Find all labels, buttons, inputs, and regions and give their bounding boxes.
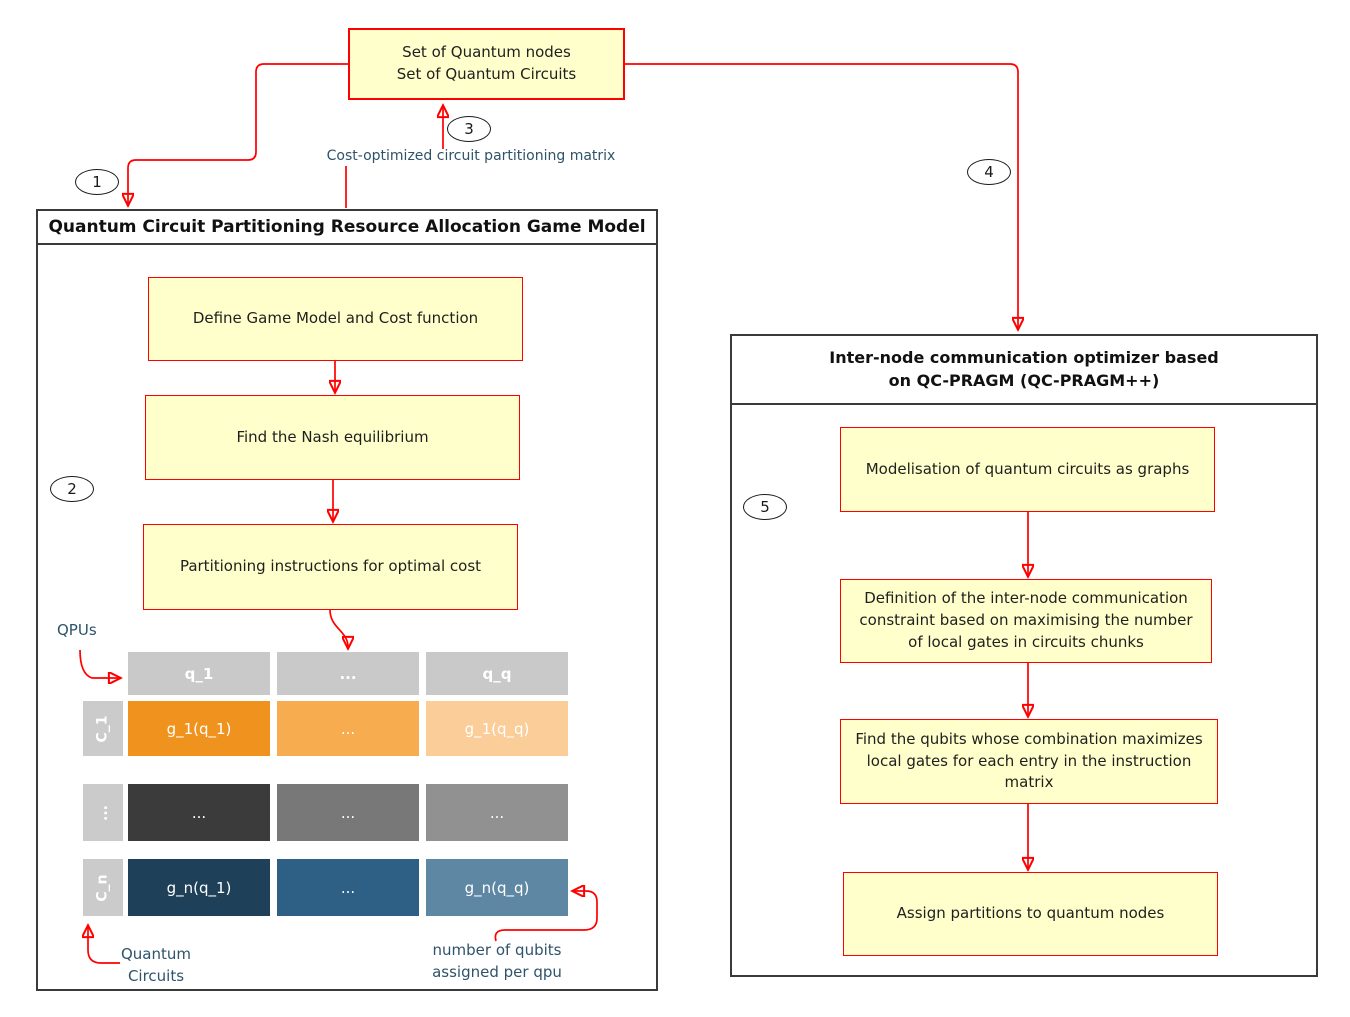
quantum-input-box: Set of Quantum nodes Set of Quantum Circ… bbox=[348, 28, 625, 100]
step-badge-3: 3 bbox=[447, 116, 491, 142]
game-model-panel-title: Quantum Circuit Partitioning Resource Al… bbox=[38, 211, 656, 245]
matrix-cell: ... bbox=[128, 784, 270, 841]
quantum-circuits-label: Quantum Circuits bbox=[113, 944, 199, 988]
matrix-row-label-text: ... bbox=[95, 804, 111, 821]
constraint-definition-box: Definition of the inter-node communicati… bbox=[840, 579, 1212, 663]
matrix-row-label: ... bbox=[83, 784, 123, 841]
partitioning-instructions-box: Partitioning instructions for optimal co… bbox=[143, 524, 518, 610]
quantum-input-line2: Set of Quantum Circuits bbox=[396, 65, 577, 83]
matrix-cell: ... bbox=[277, 859, 419, 916]
matrix-header-cell: q_q bbox=[426, 652, 568, 695]
find-qubits-box: Find the qubits whose combination maximi… bbox=[840, 719, 1218, 804]
step-badge-5: 5 bbox=[743, 494, 787, 520]
optimizer-title-line2: on QC-PRAGM (QC-PRAGM++) bbox=[888, 370, 1160, 390]
quantum-circuits-line2: Circuits bbox=[127, 966, 185, 985]
qubits-per-qpu-line1: number of qubits bbox=[432, 941, 562, 959]
matrix-cell: ... bbox=[277, 701, 419, 756]
optimizer-panel-title: Inter-node communication optimizer based… bbox=[732, 336, 1316, 405]
step-badge-4: 4 bbox=[967, 159, 1011, 185]
flow-1-connector bbox=[128, 63, 348, 204]
modelisation-box: Modelisation of quantum circuits as grap… bbox=[840, 427, 1215, 512]
qpus-label: QPUs bbox=[57, 621, 97, 639]
assign-partitions-box: Assign partitions to quantum nodes bbox=[843, 872, 1218, 956]
quantum-circuits-line1: Quantum bbox=[120, 945, 191, 963]
nash-equilibrium-box: Find the Nash equilibrium bbox=[145, 395, 520, 480]
qubits-per-qpu-line2: assigned per qpu bbox=[432, 962, 562, 981]
matrix-cell: g_n(q_1) bbox=[128, 859, 270, 916]
matrix-header-cell: q_1 bbox=[128, 652, 270, 695]
flow-4-connector bbox=[625, 63, 1018, 328]
matrix-cell: g_1(q_1) bbox=[128, 701, 270, 756]
matrix-row-label-text: C_1 bbox=[94, 714, 111, 743]
qubits-per-qpu-label: number of qubits assigned per qpu bbox=[416, 940, 578, 984]
step-badge-2: 2 bbox=[50, 476, 94, 502]
matrix-header-cell: ... bbox=[277, 652, 419, 695]
matrix-cell: g_n(q_q) bbox=[426, 859, 568, 916]
matrix-cell: ... bbox=[277, 784, 419, 841]
matrix-row-label: C_1 bbox=[83, 701, 123, 756]
matrix-cell: ... bbox=[426, 784, 568, 841]
matrix-row-label: C_n bbox=[83, 859, 123, 916]
matrix-row-label-text: C_n bbox=[95, 873, 111, 902]
matrix-cell: g_1(q_q) bbox=[426, 701, 568, 756]
step-badge-1: 1 bbox=[75, 169, 119, 195]
cost-optimized-label: Cost-optimized circuit partitioning matr… bbox=[326, 148, 616, 164]
optimizer-title-line1: Inter-node communication optimizer based bbox=[829, 348, 1219, 368]
quantum-input-line1: Set of Quantum nodes bbox=[402, 43, 571, 62]
define-game-model-box: Define Game Model and Cost function bbox=[148, 277, 523, 361]
